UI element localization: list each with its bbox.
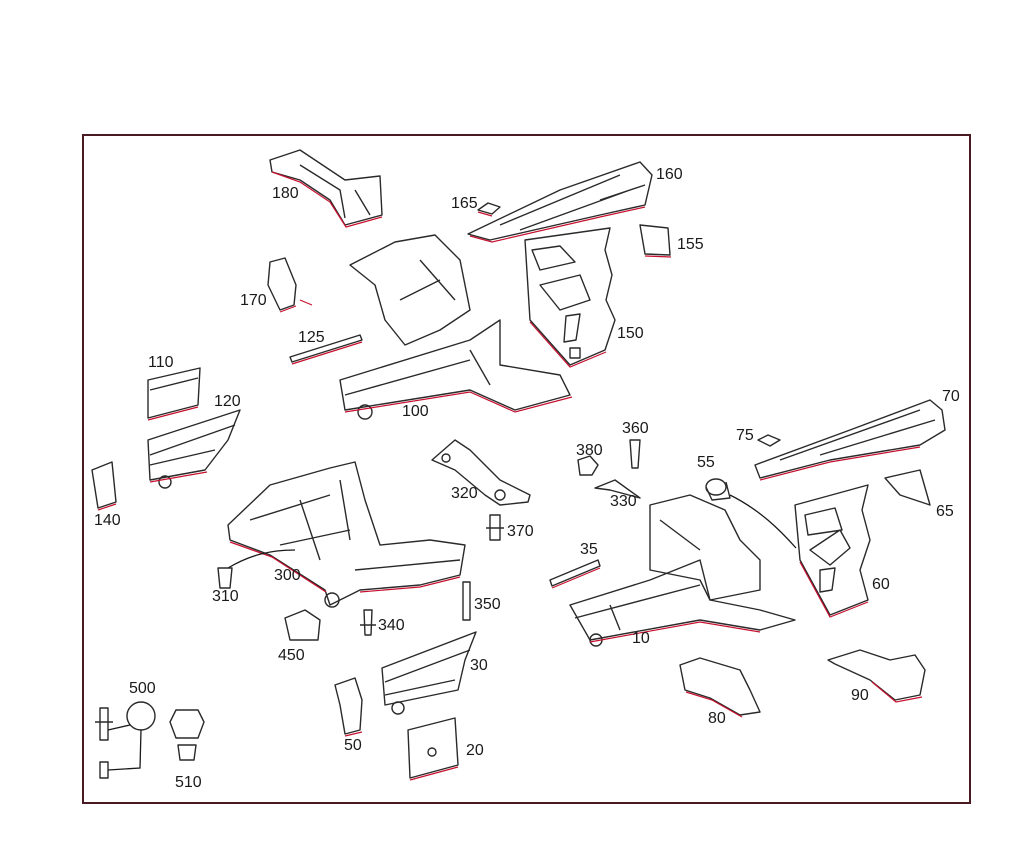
part-100-side-member[interactable] [339,234,573,420]
callout-65[interactable]: 65 [936,503,954,520]
part-165-clip[interactable] [477,202,501,217]
part-500-wrench-set[interactable] [95,701,156,779]
callout-370[interactable]: 370 [507,523,534,540]
callout-160[interactable]: 160 [656,166,683,183]
callout-165[interactable]: 165 [451,195,478,212]
callout-120[interactable]: 120 [214,393,241,410]
callout-450[interactable]: 450 [278,647,305,664]
callout-70[interactable]: 70 [942,388,960,405]
part-330-clip[interactable] [594,479,641,499]
part-450-bracket[interactable] [284,609,321,641]
callout-500[interactable]: 500 [129,680,156,697]
callout-20[interactable]: 20 [466,742,484,759]
callout-300[interactable]: 300 [274,567,301,584]
part-370-bolt[interactable] [486,514,504,541]
callout-80[interactable]: 80 [708,710,726,727]
callout-360[interactable]: 360 [622,420,649,437]
part-65-pad[interactable] [884,469,931,506]
part-380-nut[interactable] [577,455,599,476]
callout-330[interactable]: 330 [610,493,637,510]
callout-140[interactable]: 140 [94,512,121,529]
callout-10[interactable]: 10 [632,630,650,647]
callout-75[interactable]: 75 [736,427,754,444]
part-70-upper-member[interactable] [754,399,946,481]
callout-380[interactable]: 380 [576,442,603,459]
callout-60[interactable]: 60 [872,576,890,593]
callout-510[interactable]: 510 [175,774,202,791]
callout-50[interactable]: 50 [344,737,362,754]
part-510-nut[interactable] [169,709,205,761]
part-80-bracket[interactable] [679,657,761,718]
diagram-frame [82,134,971,804]
callout-350[interactable]: 350 [474,596,501,613]
part-120-rail[interactable] [147,409,241,489]
part-350-bolt[interactable] [462,581,471,621]
part-75-clip[interactable] [757,434,781,447]
callout-320[interactable]: 320 [451,485,478,502]
part-140-bracket[interactable] [91,461,117,511]
part-320-brace[interactable] [431,439,531,506]
part-155-pad[interactable] [639,224,672,258]
part-10-side-member[interactable] [569,494,796,647]
callout-110[interactable]: 110 [148,354,174,371]
callout-90[interactable]: 90 [851,687,869,704]
callout-170[interactable]: 170 [240,292,267,309]
part-35-strip[interactable] [549,559,601,589]
callout-310[interactable]: 310 [212,588,239,605]
part-360-bolt[interactable] [629,439,641,469]
part-50-bracket[interactable] [334,677,363,737]
callout-340[interactable]: 340 [378,617,405,634]
part-20-plate[interactable] [407,717,459,781]
part-300-subframe[interactable] [227,461,466,608]
part-110-plate[interactable] [147,367,201,421]
callout-155[interactable]: 155 [677,236,704,253]
callout-55[interactable]: 55 [697,454,715,471]
part-125-strip[interactable] [289,334,363,365]
callout-150[interactable]: 150 [617,325,644,342]
part-180-bracket[interactable] [269,149,383,228]
callout-35[interactable]: 35 [580,541,598,558]
part-340-bolt[interactable] [360,609,376,636]
part-170-hinge[interactable] [267,257,313,313]
callout-100[interactable]: 100 [402,403,429,420]
callout-30[interactable]: 30 [470,657,488,674]
callout-180[interactable]: 180 [272,185,299,202]
part-160-upper-member[interactable] [467,161,653,243]
part-55-sleeve[interactable] [705,478,797,549]
part-60-panel[interactable] [794,484,871,618]
part-310-bolt[interactable] [217,567,233,589]
callout-125[interactable]: 125 [298,329,325,346]
part-150-panel[interactable] [524,227,616,368]
part-30-rail[interactable] [381,631,477,715]
part-90-bracket[interactable] [827,649,926,703]
